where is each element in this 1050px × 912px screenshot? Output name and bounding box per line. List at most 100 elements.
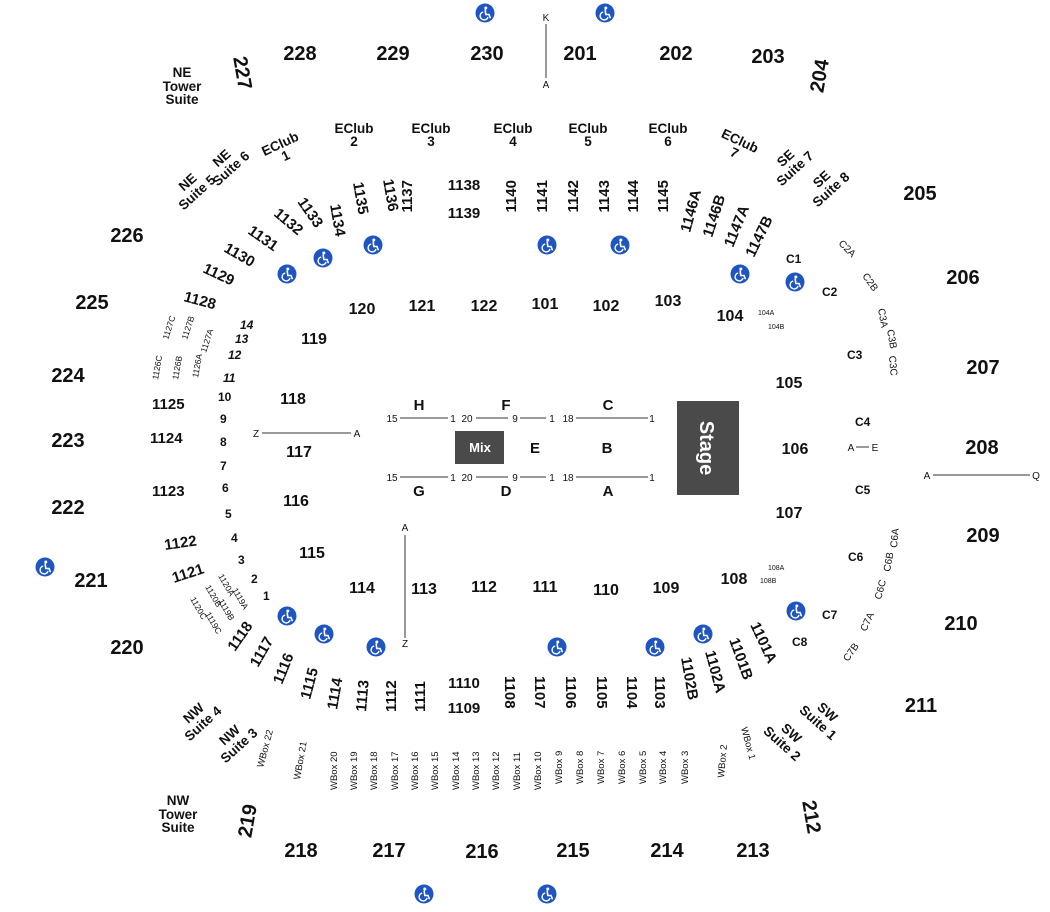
wbox-3[interactable]: WBox 3 — [680, 751, 691, 784]
section-227[interactable]: 227 — [228, 55, 255, 92]
floor-section-d[interactable]: D — [501, 483, 512, 500]
section-1126a[interactable]: 1126A — [190, 353, 204, 379]
section-213[interactable]: 213 — [736, 840, 769, 862]
section-1115[interactable]: 1115 — [297, 666, 322, 701]
section-220[interactable]: 220 — [110, 637, 143, 659]
section-1124[interactable]: 1124 — [150, 430, 183, 447]
wbox-4[interactable]: WBox 4 — [658, 751, 669, 784]
eclub-4[interactable]: EClub 4 — [494, 121, 533, 149]
section-229[interactable]: 229 — [376, 43, 409, 65]
section-c6c[interactable]: C6C — [873, 579, 889, 601]
section-109[interactable]: 109 — [653, 580, 680, 597]
wbox-8[interactable]: WBox 8 — [575, 751, 586, 784]
section-119[interactable]: 119 — [301, 331, 327, 348]
section-c3b[interactable]: C3B — [884, 329, 898, 350]
ne-suite-5[interactable]: NE Suite 5 — [166, 161, 219, 213]
section-202[interactable]: 202 — [659, 43, 692, 65]
section-111[interactable]: 111 — [533, 579, 558, 596]
section-121[interactable]: 121 — [409, 298, 436, 315]
section-1106[interactable]: 1106 — [562, 676, 579, 709]
section-117[interactable]: 117 — [286, 444, 312, 461]
section-1114[interactable]: 1114 — [324, 676, 346, 711]
section-c2[interactable]: C2 — [822, 285, 838, 299]
section-1142[interactable]: 1142 — [565, 180, 582, 213]
section-c1[interactable]: C1 — [786, 252, 802, 266]
section-c6b[interactable]: C6B — [882, 551, 896, 572]
section-105[interactable]: 105 — [776, 375, 803, 392]
section-104a[interactable]: 104A — [758, 310, 775, 317]
section-c2a[interactable]: C2A — [836, 238, 858, 260]
section-1127a[interactable]: 1127A — [198, 327, 215, 353]
section-108b[interactable]: 108B — [760, 578, 777, 585]
section-1131[interactable]: 1131 — [245, 222, 281, 255]
floor-section-e[interactable]: E — [530, 440, 540, 457]
section-1119b[interactable]: 1119B — [216, 597, 236, 622]
wbox-14[interactable]: WBox 14 — [451, 751, 462, 790]
section-101[interactable]: 101 — [532, 296, 559, 313]
section-214[interactable]: 214 — [650, 840, 684, 862]
section-118[interactable]: 118 — [280, 391, 306, 408]
section-1129[interactable]: 1129 — [200, 260, 237, 289]
section-1101b[interactable]: 1101B — [725, 636, 756, 683]
section-1128[interactable]: 1128 — [182, 288, 218, 313]
section-1118[interactable]: 1118 — [224, 619, 256, 655]
section-1109[interactable]: 1109 — [448, 700, 481, 717]
section-c2b[interactable]: C2B — [860, 271, 880, 294]
wbox-10[interactable]: WBox 10 — [533, 751, 544, 790]
nw-suite-3[interactable]: NW Suite 3 — [208, 714, 261, 766]
section-212[interactable]: 212 — [797, 799, 824, 836]
eclub-5[interactable]: EClub 5 — [569, 121, 608, 149]
section-1141[interactable]: 1141 — [534, 180, 551, 213]
section-114[interactable]: 114 — [349, 580, 375, 597]
wbox-16[interactable]: WBox 16 — [410, 751, 421, 790]
section-1119a[interactable]: 1119A — [230, 586, 250, 611]
section-1121[interactable]: 1121 — [170, 561, 206, 587]
section-1102b[interactable]: 1102B — [677, 656, 701, 702]
floor-section-a[interactable]: A — [603, 483, 614, 500]
wbox-20[interactable]: WBox 20 — [329, 751, 340, 790]
section-c6[interactable]: C6 — [848, 550, 864, 564]
wbox-21[interactable]: WBox 21 — [292, 741, 310, 781]
section-c5[interactable]: C5 — [855, 483, 871, 497]
section-210[interactable]: 210 — [944, 613, 977, 635]
section-c6a[interactable]: C6A — [889, 528, 902, 549]
section-1130[interactable]: 1130 — [221, 240, 258, 271]
section-c4[interactable]: C4 — [855, 415, 871, 429]
floor-section-g[interactable]: G — [413, 483, 425, 500]
section-1126b[interactable]: 1126B — [170, 355, 184, 381]
section-108a[interactable]: 108A — [768, 565, 785, 572]
floor-section-f[interactable]: F — [501, 397, 510, 414]
section-1134[interactable]: 1134 — [326, 203, 349, 239]
section-c7b[interactable]: C7B — [841, 641, 861, 664]
section-1105[interactable]: 1105 — [593, 676, 610, 709]
section-113[interactable]: 113 — [411, 581, 437, 598]
eclub-2[interactable]: EClub 2 — [335, 121, 374, 149]
wbox-5[interactable]: WBox 5 — [638, 751, 649, 784]
section-206[interactable]: 206 — [946, 267, 979, 289]
wbox-2[interactable]: WBox 2 — [716, 744, 730, 778]
section-1123[interactable]: 1123 — [152, 483, 185, 500]
section-110[interactable]: 110 — [593, 582, 619, 599]
wbox-13[interactable]: WBox 13 — [471, 751, 482, 790]
section-209[interactable]: 209 — [966, 525, 999, 547]
section-104[interactable]: 104 — [717, 308, 744, 325]
ne-tower-suite[interactable]: NE Tower Suite — [163, 65, 202, 107]
section-107[interactable]: 107 — [776, 505, 803, 522]
section-1104[interactable]: 1104 — [623, 676, 640, 709]
wbox-12[interactable]: WBox 12 — [491, 751, 502, 790]
wbox-17[interactable]: WBox 17 — [390, 751, 401, 790]
section-1119c[interactable]: 1119C — [203, 610, 224, 636]
section-1144[interactable]: 1144 — [625, 179, 642, 212]
section-1127c[interactable]: 1127C — [160, 314, 177, 340]
section-221[interactable]: 221 — [74, 570, 107, 592]
section-115[interactable]: 115 — [299, 545, 325, 562]
eclub-3[interactable]: EClub 3 — [412, 121, 451, 149]
sw-suite-1[interactable]: SW Suite 1 — [797, 692, 850, 743]
wbox-11[interactable]: WBox 11 — [512, 752, 523, 790]
section-218[interactable]: 218 — [284, 840, 317, 862]
nw-tower-suite[interactable]: NW Tower Suite — [159, 793, 198, 835]
section-226[interactable]: 226 — [110, 225, 143, 247]
section-1126c[interactable]: 1126C — [150, 355, 164, 381]
section-203[interactable]: 203 — [751, 46, 784, 68]
section-103[interactable]: 103 — [655, 293, 682, 310]
